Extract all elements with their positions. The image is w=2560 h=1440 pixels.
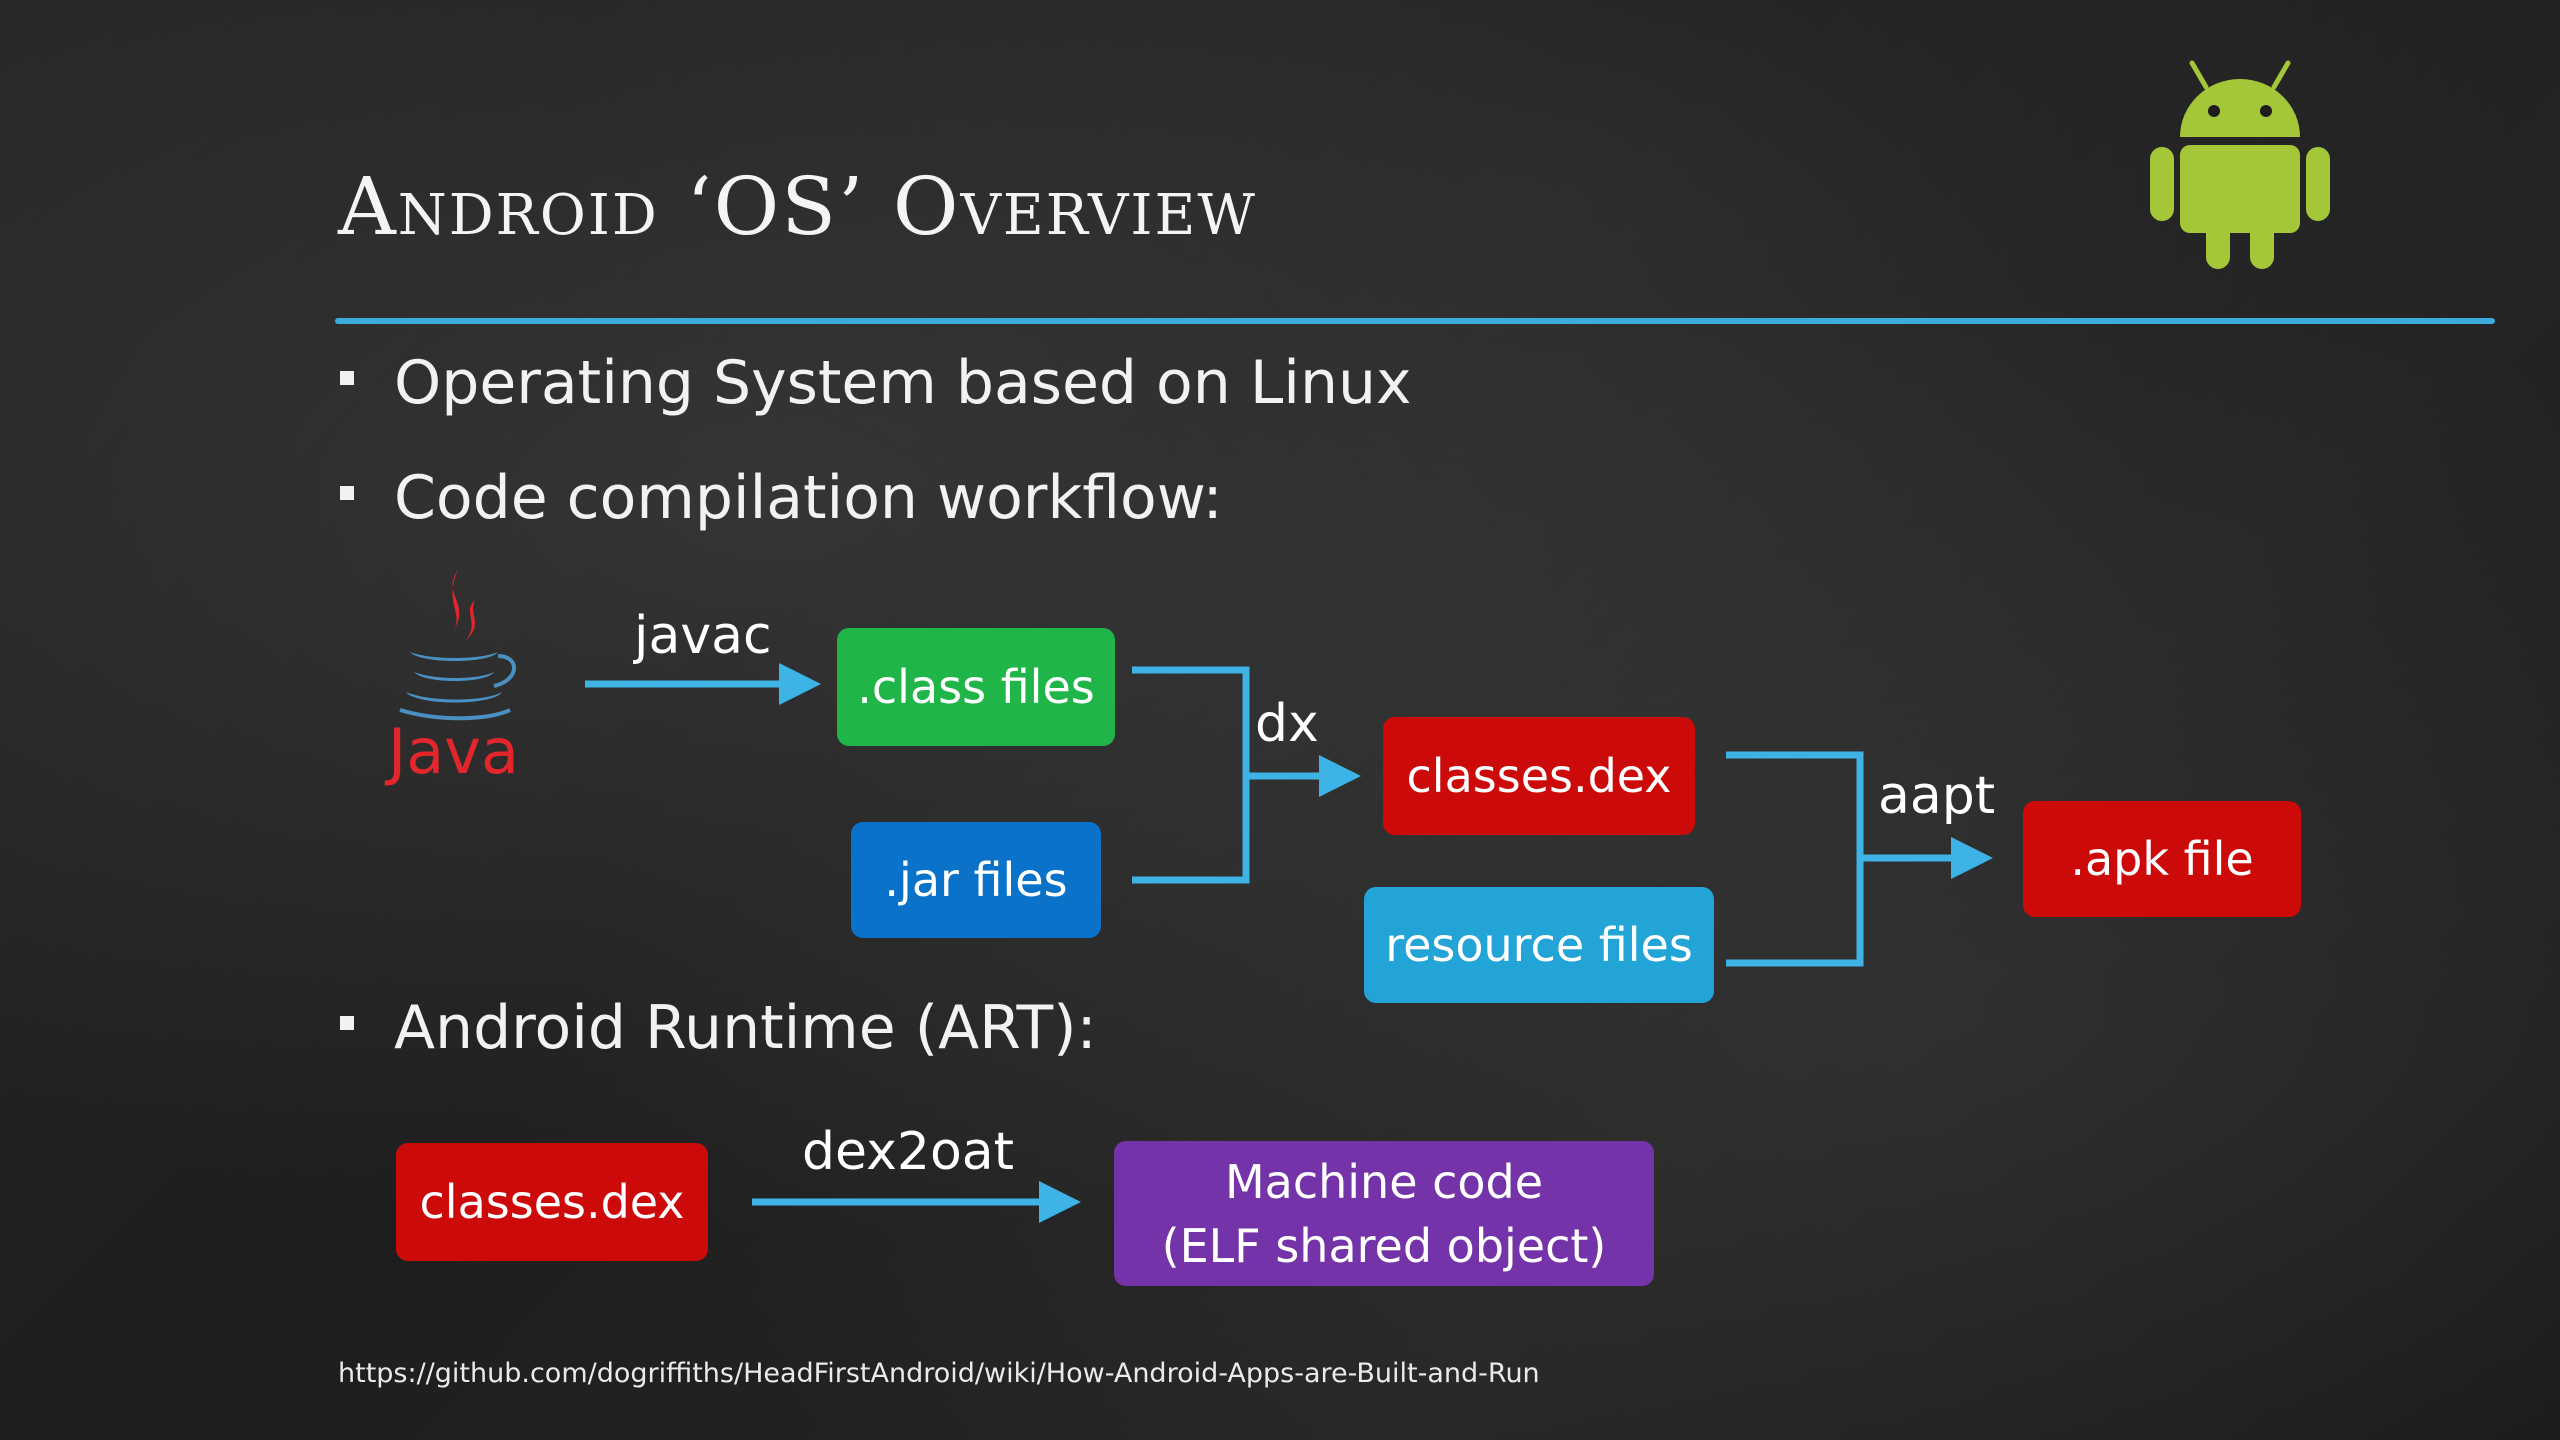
- aapt-bracket: [1726, 751, 1864, 967]
- jar-files-box: .jar files: [851, 822, 1101, 938]
- classes-dex-box: classes.dex: [1383, 717, 1695, 835]
- bullet-marker: [340, 1016, 354, 1031]
- class-files-box: .class files: [837, 628, 1115, 746]
- bullet-text: Code compilation workflow:: [394, 463, 1223, 533]
- source-link[interactable]: https://github.com/dogriffiths/HeadFirst…: [338, 1358, 1540, 1389]
- javac-label: javac: [634, 606, 772, 666]
- slide-title: Android ‘OS’ Overview: [338, 160, 1257, 253]
- resource-files-box: resource files: [1364, 887, 1714, 1003]
- java-label: Java: [388, 715, 519, 788]
- android-robot-icon: [2150, 60, 2330, 269]
- bullet-linux: Operating System based on Linux: [340, 348, 1412, 418]
- title-underline: [335, 318, 2495, 324]
- bullet-marker: [340, 486, 354, 501]
- bullet-art: Android Runtime (ART):: [340, 993, 1097, 1063]
- art-classes-dex-box: classes.dex: [396, 1143, 708, 1261]
- bullet-text: Android Runtime (ART):: [394, 993, 1097, 1063]
- apk-file-box: .apk file: [2023, 801, 2301, 917]
- bullet-text: Operating System based on Linux: [394, 348, 1412, 418]
- machine-code-box: Machine code (ELF shared object): [1114, 1141, 1654, 1286]
- machine-code-line2: (ELF shared object): [1161, 1218, 1607, 1273]
- dex2oat-label: dex2oat: [802, 1122, 1015, 1182]
- dx-label: dx: [1255, 694, 1319, 754]
- aapt-label: aapt: [1878, 766, 1996, 826]
- dx-bracket: [1132, 666, 1250, 884]
- bullet-workflow: Code compilation workflow:: [340, 463, 1223, 533]
- machine-code-line1: Machine code: [1224, 1154, 1544, 1209]
- bullet-marker: [340, 371, 354, 386]
- java-logo-icon: [399, 570, 516, 721]
